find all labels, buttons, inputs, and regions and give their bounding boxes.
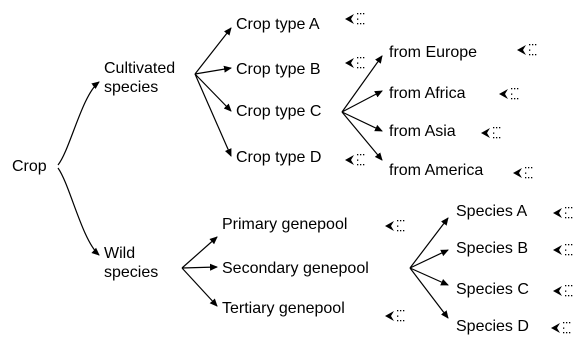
wild-to-tertiary-genepool-connector bbox=[181, 267, 218, 307]
secondary-to-species-d-connector bbox=[409, 267, 449, 319]
species-b-marker-icon bbox=[553, 244, 573, 256]
origin-asia-label: from Asia bbox=[389, 123, 456, 140]
cultivated-to-crop-type-c-connector bbox=[194, 73, 232, 112]
secondary-to-species-b-connector bbox=[409, 249, 449, 269]
tertiary-genepool-label: Tertiary genepool bbox=[222, 300, 345, 317]
cultivated-to-crop-type-b-connector bbox=[194, 65, 232, 75]
asia-marker-icon bbox=[481, 127, 501, 139]
cultivated-to-crop-type-d-connector bbox=[194, 73, 232, 157]
wild-to-primary-genepool-connector bbox=[181, 236, 218, 269]
africa-marker-icon bbox=[499, 88, 519, 100]
species-a-label: Species A bbox=[456, 203, 528, 220]
crop-type-c-to-asia-connector bbox=[341, 111, 383, 132]
secondary-genepool-label: Secondary genepool bbox=[222, 260, 369, 277]
primary-genepool-marker-icon bbox=[385, 220, 405, 232]
secondary-to-species-c-connector bbox=[409, 267, 449, 286]
cultivated-to-crop-type-a-connector bbox=[194, 27, 232, 75]
origin-africa-label: from Africa bbox=[389, 85, 466, 102]
europe-marker-icon bbox=[517, 44, 537, 56]
crop-type-c-label: Crop type C bbox=[236, 103, 322, 120]
root-crop-label: Crop bbox=[12, 158, 47, 175]
secondary-to-species-a-connector bbox=[409, 217, 449, 269]
wild-species-label-line1: Wild bbox=[104, 245, 136, 262]
crop-type-c-to-america-connector bbox=[341, 111, 383, 161]
wild-to-secondary-genepool-connector bbox=[181, 263, 218, 271]
species-a-marker-icon bbox=[553, 207, 573, 219]
america-marker-icon bbox=[513, 167, 533, 179]
crop-type-a-label: Crop type A bbox=[236, 16, 320, 33]
crop-type-d-marker-icon bbox=[345, 154, 365, 166]
root-to-cultivated-connector bbox=[57, 81, 100, 166]
primary-genepool-label: Primary genepool bbox=[222, 216, 348, 233]
crop-type-b-label: Crop type B bbox=[236, 61, 321, 78]
tertiary-genepool-marker-icon bbox=[385, 310, 405, 322]
crop-type-c-to-africa-connector bbox=[341, 90, 383, 113]
species-c-marker-icon bbox=[553, 285, 573, 297]
cultivated-species-label-line1: Cultivated bbox=[104, 60, 176, 77]
origin-europe-label: from Europe bbox=[389, 44, 478, 61]
species-d-label: Species D bbox=[456, 318, 529, 335]
root-to-wild-connector bbox=[57, 167, 100, 256]
crop-type-c-to-europe-connector bbox=[341, 55, 383, 113]
species-b-label: Species B bbox=[456, 240, 529, 257]
crop-type-d-label: Crop type D bbox=[236, 149, 322, 166]
species-d-marker-icon bbox=[551, 322, 571, 334]
crop-type-b-marker-icon bbox=[345, 57, 365, 69]
origin-america-label: from America bbox=[389, 162, 484, 179]
wild-species-label-line2: species bbox=[104, 264, 159, 281]
cultivated-species-label-line2: species bbox=[104, 79, 159, 96]
crop-type-a-marker-icon bbox=[345, 13, 365, 25]
species-c-label: Species C bbox=[456, 281, 529, 298]
